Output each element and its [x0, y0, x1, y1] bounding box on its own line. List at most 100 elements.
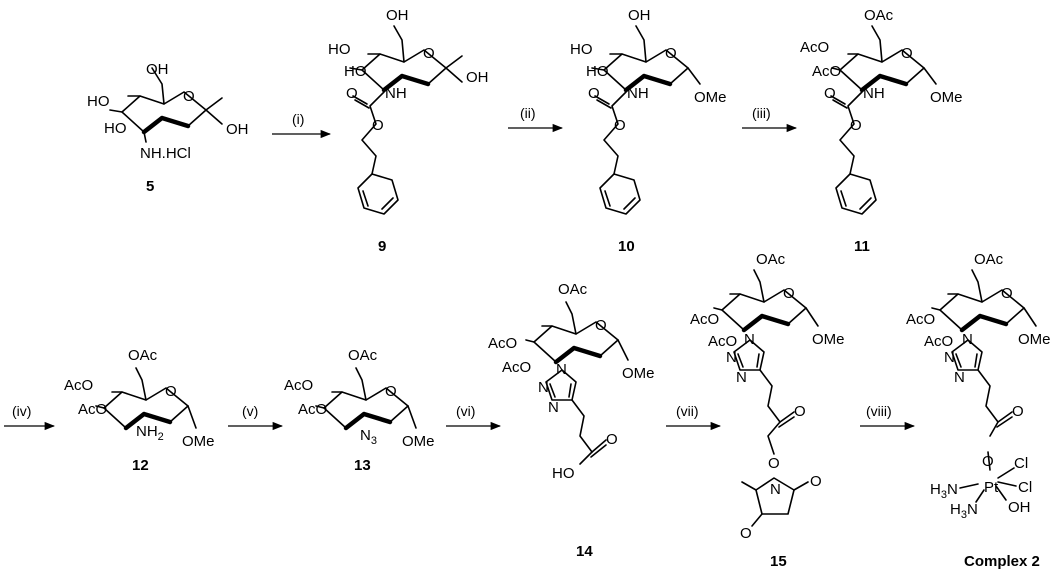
atom-ho: HO [87, 93, 110, 110]
triazole-n2: N [944, 349, 955, 366]
atom-aco: AcO [800, 39, 829, 56]
compound-9: OH HO HO O OH NH O O 9 [328, 7, 489, 255]
compound-label-10: 10 [618, 238, 635, 255]
atom-oac: OAc [864, 7, 894, 24]
atom-oh: OH [146, 61, 169, 78]
ester-oxygen: O [372, 117, 384, 134]
compound-15: OAc AcO AcO O OMe N N N O O N O O 15 [690, 251, 845, 570]
compound-label-13: 13 [354, 457, 371, 474]
atom-aco: AcO [502, 359, 531, 376]
atom-ome: OMe [622, 365, 655, 382]
triazole-n1: N [744, 331, 755, 348]
triazole-n3: N [954, 369, 965, 386]
atom-aco: AcO [298, 401, 327, 418]
ammine-ligand: H3N [930, 481, 958, 501]
atom-oh: OH [386, 7, 409, 24]
carbonyl-oxygen: O [588, 85, 600, 102]
reagent-ii: (ii) [520, 105, 536, 121]
atom-cl: Cl [1014, 455, 1028, 472]
atom-ho: HO [328, 41, 351, 58]
atom-cl: Cl [1018, 479, 1032, 496]
atom-oac: OAc [974, 251, 1004, 268]
compound-14: OAc AcO AcO O OMe N N N O HO 14 [488, 281, 655, 560]
atom-ho: HO [344, 63, 367, 80]
ester-oxygen: O [768, 455, 780, 472]
atom-ho: HO [104, 120, 127, 137]
carbonyl-oxygen: O [794, 403, 806, 420]
atom-ome: OMe [1018, 331, 1051, 348]
compound-13: OAc AcO AcO O OMe N3 13 [284, 347, 435, 474]
triazole-n3: N [736, 369, 747, 386]
reagent-vi: (vi) [456, 403, 475, 419]
carbonyl-oxygen: O [1012, 403, 1024, 420]
atom-oh: OH [628, 7, 651, 24]
compound-label-9: 9 [378, 238, 386, 255]
reagent-vii: (vii) [676, 403, 699, 419]
reagent-v: (v) [242, 403, 258, 419]
atom-ho: HO [586, 63, 609, 80]
atom-aco: AcO [924, 333, 953, 350]
ring-oxygen: O [423, 45, 435, 62]
succinimide-n: N [770, 481, 781, 498]
carbonyl-oxygen: O [346, 85, 358, 102]
triazole-n2: N [726, 349, 737, 366]
ring-oxygen: O [183, 88, 195, 105]
ring-oxygen: O [165, 383, 177, 400]
atom-nh-hcl: NH.HCl [140, 145, 191, 162]
reagent-iii: (iii) [752, 105, 771, 121]
ester-oxygen: O [614, 117, 626, 134]
carbonyl-oxygen: O [824, 85, 836, 102]
carbonyl-oxygen: O [606, 431, 618, 448]
atom-ome: OMe [930, 89, 963, 106]
ring-oxygen: O [385, 383, 397, 400]
ammine-ligand: H3N [950, 501, 978, 521]
atom-aco: AcO [488, 335, 517, 352]
atom-ho: HO [552, 465, 575, 482]
ester-oxygen: O [982, 453, 994, 470]
atom-aco: AcO [690, 311, 719, 328]
compound-label-12: 12 [132, 457, 149, 474]
triazole-n3: N [548, 399, 559, 416]
triazole-n1: N [556, 361, 567, 378]
atom-nh: NH [385, 85, 407, 102]
triazole-n2: N [538, 379, 549, 396]
compound-label-11: 11 [854, 238, 870, 255]
compound-label-complex-2: Complex 2 [964, 553, 1040, 570]
ring-oxygen: O [595, 317, 607, 334]
imide-oxygen: O [740, 525, 752, 542]
compound-12: OAc AcO AcO O OMe NH2 12 [64, 347, 215, 474]
ring-oxygen: O [783, 285, 795, 302]
atom-oac: OAc [558, 281, 588, 298]
atom-n3: N3 [360, 427, 377, 447]
atom-oac: OAc [756, 251, 786, 268]
compound-5: OH HO HO O OH NH.HCl 5 [87, 61, 249, 195]
atom-aco: AcO [78, 401, 107, 418]
atom-oac: OAc [128, 347, 158, 364]
atom-nh: NH [863, 85, 885, 102]
compound-label-14: 14 [576, 543, 593, 560]
reagent-iv: (iv) [12, 403, 31, 419]
atom-ome: OMe [402, 433, 435, 450]
reagent-i: (i) [292, 111, 304, 127]
atom-pt: Pt [984, 479, 999, 496]
atom-aco: AcO [906, 311, 935, 328]
compound-label-15: 15 [770, 553, 787, 570]
compound-11: OAc AcO AcO O OMe NH O O 11 [800, 7, 963, 255]
complex-2: OAc AcO AcO O OMe N N N O O Cl Cl Pt OH … [906, 251, 1051, 570]
atom-oac: OAc [348, 347, 378, 364]
atom-ome: OMe [812, 331, 845, 348]
atom-ome: OMe [182, 433, 215, 450]
atom-ome: OMe [694, 89, 727, 106]
atom-nh2: NH2 [136, 423, 164, 443]
atom-oh: OH [1008, 499, 1031, 516]
ester-oxygen: O [850, 117, 862, 134]
atom-aco: AcO [812, 63, 841, 80]
reagent-viii: (viii) [866, 403, 892, 419]
atom-aco: AcO [708, 333, 737, 350]
compound-10: OH HO HO O OMe NH O O 10 [570, 7, 727, 255]
atom-ho: HO [570, 41, 593, 58]
ring-oxygen: O [901, 45, 913, 62]
atom-nh: NH [627, 85, 649, 102]
compound-label-5: 5 [146, 178, 154, 195]
